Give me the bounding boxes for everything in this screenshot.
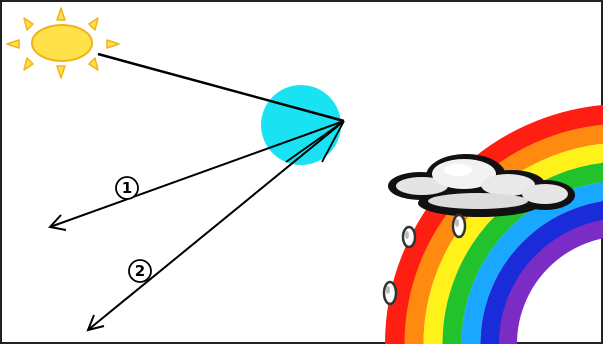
- droplet-icon: [261, 85, 341, 165]
- ray-2-label: 2: [135, 262, 145, 280]
- ray-1-label: 1: [122, 179, 132, 197]
